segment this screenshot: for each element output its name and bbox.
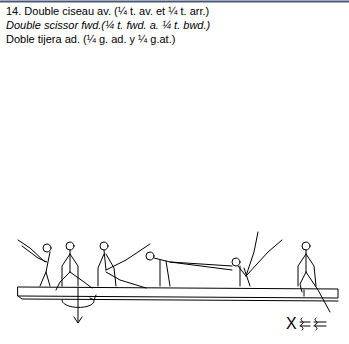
element-name: Doble tijera ad. (¼ g. ad. y ¼ g.at.) — [6, 33, 175, 46]
gymnast-head — [232, 258, 240, 266]
symbol-letter: X — [286, 314, 297, 333]
gymnast-figure — [154, 258, 232, 286]
top-rule — [0, 1, 349, 3]
gymnast-figure — [56, 250, 92, 290]
element-name: Double scissor fwd.(¼ t. fwd. a. ¼ t. bw… — [6, 19, 210, 32]
symbol-glyph — [314, 318, 326, 330]
arrow-head — [74, 317, 82, 323]
gymnast-head — [146, 252, 154, 260]
horse-body — [18, 287, 338, 298]
gymnast-head — [100, 242, 108, 250]
gymnast-figure — [298, 250, 330, 312]
rotation-curve — [62, 300, 94, 308]
rotation-head — [90, 295, 96, 300]
gymnast-figure — [18, 240, 50, 286]
gymnast-figure — [98, 244, 150, 288]
symbol-glyph — [300, 318, 310, 330]
horse-edge — [18, 296, 338, 301]
gymnast-head — [43, 244, 51, 252]
element-title: 14. Double ciseau av. (¼ t. av. et ¼ t. … — [6, 5, 209, 18]
gymnast-head — [302, 242, 310, 250]
rotation-axis — [78, 288, 79, 322]
gymnast-figure — [238, 232, 282, 286]
gymnast-head — [66, 242, 74, 250]
